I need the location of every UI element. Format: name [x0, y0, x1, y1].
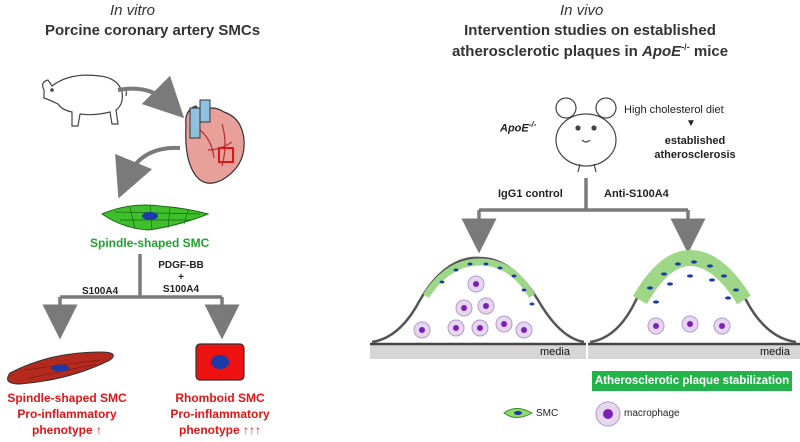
legend-smc-label: SMC: [536, 408, 559, 419]
diet-arrow: ▼: [686, 118, 696, 129]
result-right-line2: Pro-inflammatory: [170, 407, 270, 421]
mouse-label-text: ApoE: [500, 122, 529, 135]
media-left-label: media: [540, 346, 570, 358]
right-heading-apoe: ApoE: [642, 43, 682, 60]
branch-right-line3: S100A4: [162, 284, 200, 295]
highlight-box: [218, 147, 234, 163]
igg1-control-label: IgG1 control: [498, 188, 563, 200]
result-right-line3: phenotype ↑↑↑: [178, 423, 261, 437]
media-right-label: media: [760, 346, 790, 358]
right-heading-line1: Intervention studies on established: [464, 22, 716, 39]
mouse-illustration: [555, 97, 617, 173]
left-branch-lines: [42, 254, 240, 340]
result-right-line1: Rhomboid SMC: [175, 391, 265, 405]
result-rhomboid-cell: [195, 343, 245, 381]
plaque-right: [588, 249, 800, 359]
branch-left-label: S100A4: [82, 286, 119, 297]
anti-s100a4-label: Anti-S100A4: [604, 188, 669, 200]
macrophage-nuclei-right: [653, 321, 725, 329]
legend-macrophage-icon: [595, 401, 621, 427]
legend-macrophage-label: macrophage: [624, 408, 680, 419]
mouse-label-sup: -/-: [528, 120, 537, 129]
right-heading-line2-post: mice: [689, 43, 729, 60]
macrophage-nuclei-left: [419, 281, 527, 333]
result-left-line2: Pro-inflammatory: [17, 407, 117, 421]
macrophages-left: [413, 275, 533, 339]
result-left-text: Spindle-shaped SMC Pro-inflammatory phen…: [2, 390, 132, 438]
result-spindle-cell: [7, 351, 114, 385]
left-heading-bold: Porcine coronary artery SMCs: [45, 22, 261, 39]
pig-to-heart-arrow: [117, 75, 185, 119]
spindle-smc-sheet: [100, 204, 210, 231]
pig-illustration: [42, 74, 127, 127]
spindle-smc-label: Spindle-shaped SMC: [90, 236, 210, 250]
heart-to-smc-arrow: [115, 145, 181, 199]
result-left-line3: phenotype ↑: [31, 423, 102, 437]
plaque-left: [370, 256, 586, 359]
right-heading-line2: atherosclerotic plaques in ApoE-/- mice: [440, 42, 740, 60]
branch-right-label: PDGF-BB + S100A4: [156, 260, 206, 296]
plaque-stabilization-banner: Atherosclerotic plaque stabilization: [592, 371, 792, 391]
established-line1: established: [664, 135, 726, 147]
right-heading-italic: In vivo: [560, 2, 604, 19]
result-left-line1: Spindle-shaped SMC: [7, 391, 127, 405]
branch-right-line2: +: [178, 272, 184, 283]
heart-illustration: [185, 99, 245, 184]
established-line2: atherosclerosis: [654, 149, 736, 161]
left-heading-italic: In vitro: [110, 2, 156, 19]
established-label: established atherosclerosis: [640, 134, 750, 162]
right-branch-lines: [461, 178, 706, 254]
branch-right-line1: PDGF-BB: [158, 260, 204, 271]
result-right-text: Rhomboid SMC Pro-inflammatory phenotype …: [160, 390, 280, 438]
mouse-label: ApoE-/-: [500, 120, 536, 135]
right-heading-line2-pre: atherosclerotic plaques in: [451, 43, 643, 60]
legend-smc-icon: [503, 408, 534, 418]
right-heading-apoe-sup: -/-: [681, 42, 690, 52]
diet-label: High cholesterol diet: [624, 104, 724, 116]
